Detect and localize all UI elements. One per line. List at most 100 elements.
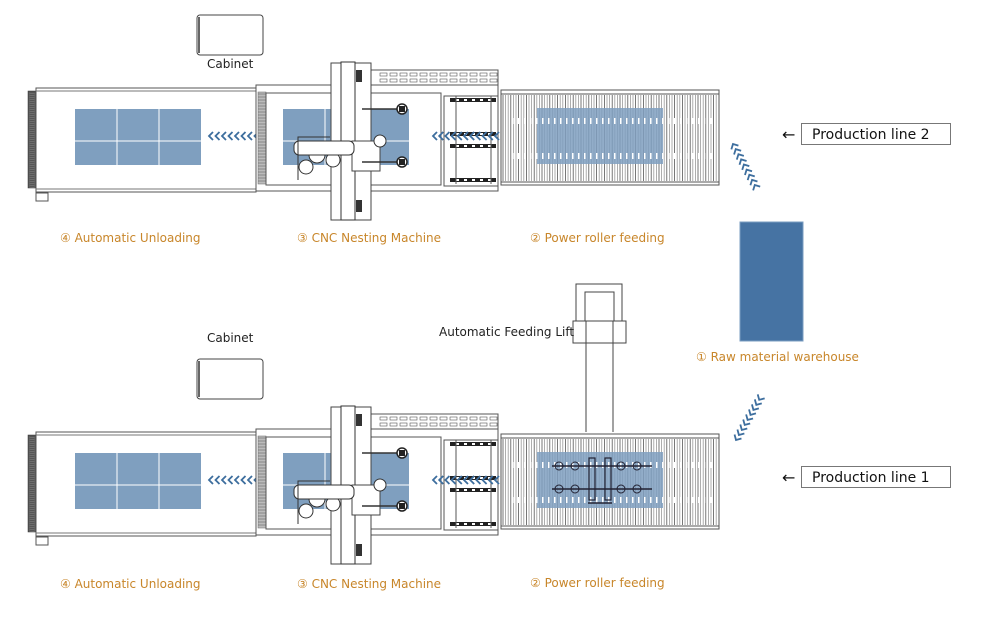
lift-gripper — [552, 457, 652, 504]
brush-hatch — [28, 476, 36, 479]
roller-mark — [710, 153, 712, 159]
brush-hatch — [28, 94, 36, 97]
step-feeding-line1: ② Power roller feeding — [530, 576, 665, 590]
roller-mark — [596, 497, 598, 503]
brush-hatch — [28, 504, 36, 507]
flow-chevron-icon — [456, 475, 463, 485]
brush-hatch — [28, 486, 36, 489]
spindle-motor — [373, 134, 387, 148]
automatic-feeding-lift — [552, 283, 652, 504]
bar-dot — [464, 145, 467, 147]
bar-dot — [488, 99, 491, 101]
flow-arrow-to-cnc — [431, 475, 500, 485]
brush-hatch — [28, 448, 36, 451]
tray-slot — [439, 72, 448, 77]
tray-slot — [489, 422, 498, 427]
flow-chevron-icon — [735, 153, 745, 160]
roller-mark — [656, 153, 658, 159]
brush-hatch — [28, 162, 36, 165]
flow-chevron-icon — [444, 131, 451, 141]
roller-mark — [602, 153, 604, 159]
flow-chevron-icon — [246, 475, 253, 485]
brush-hatch — [28, 170, 36, 173]
production-line — [27, 283, 720, 565]
roller-mark — [620, 153, 622, 159]
roller-mark — [650, 153, 652, 159]
roller-mark — [614, 153, 616, 159]
roller-mark — [692, 497, 694, 503]
cnc-nesting-machine — [255, 61, 500, 221]
brush-hatch — [28, 526, 36, 529]
flow-chevron-icon — [214, 475, 221, 485]
flow-chevron-icon — [739, 424, 748, 432]
roller-mark — [620, 118, 622, 124]
roller-mark — [590, 153, 592, 159]
roller-mark — [542, 153, 544, 159]
arrow-left-icon: ← — [782, 468, 796, 487]
gantry-block — [356, 200, 362, 212]
roller-mark — [662, 497, 664, 503]
roller-mark — [548, 497, 550, 503]
flow-chevron-icon — [431, 131, 438, 141]
tray-slot — [419, 72, 428, 77]
flow-chevron-icon — [733, 147, 742, 155]
production-line-1-text: Production line 1 — [812, 470, 930, 486]
roller-mark — [566, 462, 568, 468]
cabinet-label-line1: Cabinet — [207, 331, 254, 345]
roller-mark — [632, 153, 634, 159]
tray-slot — [419, 416, 428, 421]
roller-mark — [530, 153, 532, 159]
roller-mark — [596, 462, 598, 468]
roller-mark — [518, 462, 520, 468]
bar-dot — [480, 523, 483, 525]
bar-dot — [472, 133, 475, 135]
roller-mark — [572, 462, 574, 468]
brush-hatch — [28, 138, 36, 141]
tray-slot — [459, 72, 468, 77]
bar-dot — [456, 99, 459, 101]
roller-mark — [710, 118, 712, 124]
power-roller-feeding — [500, 89, 720, 186]
roller-mark — [668, 118, 670, 124]
bar-dot — [464, 523, 467, 525]
brush-hatch — [28, 458, 36, 461]
brush-hatch — [28, 140, 36, 143]
tray-slot — [469, 78, 478, 83]
tray-slot — [469, 416, 478, 421]
tray-slot — [449, 416, 458, 421]
automatic-unloading-station — [27, 431, 279, 546]
roller-mark — [536, 153, 538, 159]
brush-hatch — [28, 116, 36, 119]
brush-hatch — [28, 456, 36, 459]
roller-mark — [674, 153, 676, 159]
brush-hatch — [28, 126, 36, 129]
roller-mark — [578, 153, 580, 159]
brush-hatch — [28, 498, 36, 501]
gripper-cup-icon — [632, 461, 642, 471]
bar-dot — [472, 523, 475, 525]
roller-mark — [704, 118, 706, 124]
flow-chevron-icon — [475, 131, 482, 141]
roller-mark — [632, 497, 634, 503]
bar-dot — [456, 145, 459, 147]
flow-chevron-icon — [220, 131, 227, 141]
roller-mark — [656, 497, 658, 503]
roller-mark — [650, 497, 652, 503]
roller-mark — [626, 118, 628, 124]
roller-mark — [584, 497, 586, 503]
roller-mark — [554, 118, 556, 124]
tray-slot — [389, 72, 398, 77]
flow-chevron-icon — [240, 131, 247, 141]
flow-chevron-icon — [748, 409, 757, 416]
brush-hatch — [28, 152, 36, 155]
roller-mark — [536, 497, 538, 503]
roller-mark — [578, 118, 580, 124]
brush-hatch — [28, 156, 36, 159]
roller-mark — [668, 462, 670, 468]
brush-hatch — [28, 178, 36, 181]
flow-chevron-icon — [736, 429, 745, 437]
flow-chevron-icon — [468, 131, 475, 141]
roller-mark — [512, 462, 514, 468]
flow-chevron-icon — [450, 131, 457, 141]
